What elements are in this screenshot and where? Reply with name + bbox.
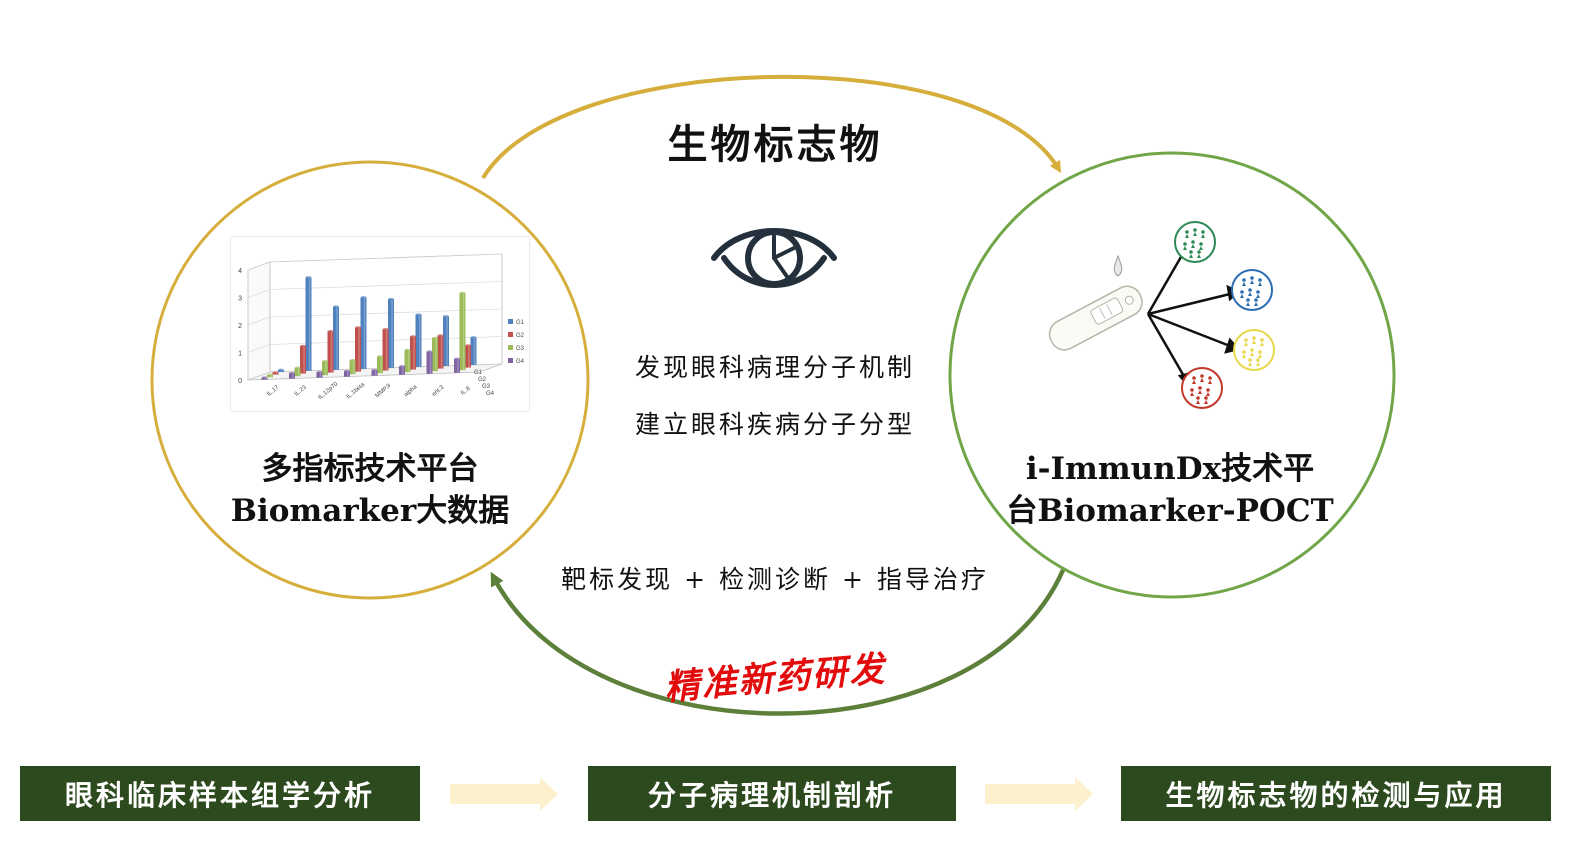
y-tick-label: 2 xyxy=(238,323,242,330)
bar-G1-MMP.9 xyxy=(388,297,394,368)
stratification-arrows xyxy=(1146,241,1241,388)
flow-arrow-2 xyxy=(985,777,1093,811)
legend-label: G2 xyxy=(516,333,525,339)
bar-G2-ent.3 xyxy=(437,334,444,369)
patient-group-icon xyxy=(1233,329,1275,371)
bar-G3-IL.8 xyxy=(459,291,466,371)
bar-G3-alpha xyxy=(404,348,411,373)
bottom-arc-arrow xyxy=(490,569,1066,716)
flow-arrow-1 xyxy=(450,777,558,811)
bar-G4-MMP.9 xyxy=(371,368,378,376)
depth-label: G4 xyxy=(486,391,495,397)
bar-G4-ent.3 xyxy=(426,350,433,374)
patient-group-icon xyxy=(1231,269,1273,311)
center-line-1: 发现眼科病理分子机制 xyxy=(634,353,915,382)
bar-G2-IL.23 xyxy=(300,344,306,374)
bar-G1-IL.12p70 xyxy=(333,305,339,370)
legend-swatch xyxy=(508,358,513,363)
eye-icon xyxy=(711,228,837,288)
left-title-line2: Biomarker大数据 xyxy=(230,493,510,529)
right-circle xyxy=(948,151,1396,599)
depth-label: G2 xyxy=(478,377,487,383)
chart-y-ticks: 0 1 2 3 4 xyxy=(238,268,242,385)
bar-G2-IL.8 xyxy=(465,344,471,368)
bar-G1-ent.3 xyxy=(443,315,449,366)
bar-G4-alpha xyxy=(399,365,405,375)
right-title-line2: 台Biomarker-POCT xyxy=(1006,493,1334,529)
depth-label: G3 xyxy=(482,384,491,390)
bar-G4-IL.23 xyxy=(289,371,295,379)
bar-G4-IL.8 xyxy=(454,357,460,373)
bar-G1-IL.23 xyxy=(305,276,312,371)
patient-group-icon xyxy=(1181,367,1223,409)
y-tick-label: 1 xyxy=(238,351,242,358)
legend-label: G4 xyxy=(516,359,525,365)
bottom-step-2: 分子病理机制剖析 xyxy=(588,766,956,821)
depth-label: G1 xyxy=(474,370,483,376)
bar-G4-IL.12p70 xyxy=(316,370,323,378)
legend-swatch xyxy=(508,345,513,350)
top-arc-arrow xyxy=(481,74,1062,180)
bar-G3-IL.12p70 xyxy=(322,360,328,376)
legend-label: G3 xyxy=(516,346,525,352)
chart-bars xyxy=(261,276,477,380)
bar-G3-ent.3 xyxy=(432,336,438,372)
bar-G2-IL.1beta xyxy=(355,326,361,372)
bar-G2-alpha xyxy=(410,335,416,370)
left-circle-title: 多指标技术平台 Biomarker大数据 xyxy=(200,448,540,532)
center-line-3: 靶标发现 + 检测诊断 + 指导治疗 xyxy=(561,565,989,594)
center-line-2: 建立眼科疾病分子分型 xyxy=(634,410,915,439)
bar-G4-IL.1beta xyxy=(344,369,350,377)
legend-swatch xyxy=(508,319,513,324)
right-title-line1: i-ImmunDx技术平 xyxy=(1025,451,1315,487)
x-tick-label: IL.8 xyxy=(460,385,472,396)
bar-G2-MMP.9 xyxy=(382,327,389,371)
bottom-step-1: 眼科临床样本组学分析 xyxy=(20,766,420,821)
bottom-step-3: 生物标志物的检测与应用 xyxy=(1121,766,1551,821)
legend-swatch xyxy=(508,332,513,337)
right-circle-title: i-ImmunDx技术平 台Biomarker-POCT xyxy=(995,448,1345,532)
bar-G3-IL.17 xyxy=(267,373,273,378)
bar-G3-IL.23 xyxy=(294,366,301,377)
left-title-line1: 多指标技术平台 xyxy=(261,451,479,487)
patient-group-icon xyxy=(1174,221,1216,263)
bar-G2-IL.17 xyxy=(272,371,279,375)
droplet-icon xyxy=(1113,254,1123,277)
bar-G1-IL.8 xyxy=(470,336,477,365)
bar-G1-IL.17 xyxy=(278,368,284,372)
bar-G1-IL.1beta xyxy=(360,296,367,369)
y-tick-label: 3 xyxy=(238,296,242,303)
poct-stratification-illustration xyxy=(1048,221,1275,409)
y-tick-label: 0 xyxy=(238,378,242,385)
bar-G1-alpha xyxy=(415,313,422,367)
bar-G2-IL.12p70 xyxy=(327,329,334,373)
test-strip-icon xyxy=(1048,285,1143,351)
legend-label: G1 xyxy=(516,320,525,326)
bar-G4-IL.17 xyxy=(261,376,268,380)
y-tick-label: 4 xyxy=(238,268,242,275)
center-title: 生物标志物 xyxy=(667,121,883,168)
bar-G3-MMP.9 xyxy=(377,355,383,374)
bar-G3-IL.1beta xyxy=(349,359,356,375)
